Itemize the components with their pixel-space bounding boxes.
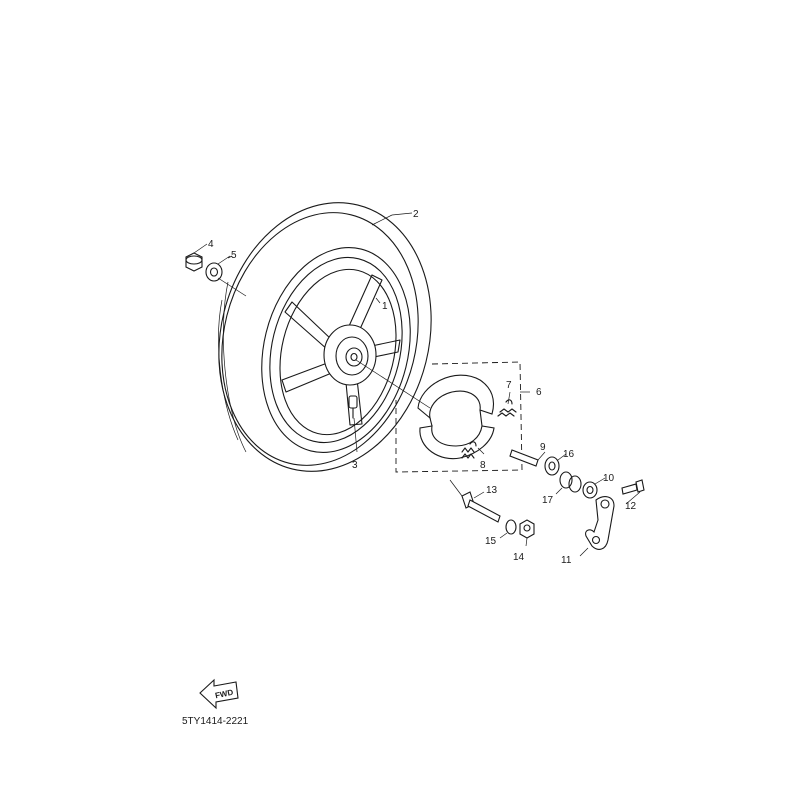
callout-16: 16 — [563, 449, 575, 460]
callout-9: 9 — [540, 442, 546, 453]
callout-8: 8 — [480, 460, 486, 471]
callout-11: 11 — [561, 555, 572, 566]
brake-shoes — [417, 374, 495, 460]
callout-17: 17 — [542, 495, 554, 506]
o-ring-part-15 — [499, 519, 517, 539]
callout-10: 10 — [603, 473, 615, 484]
callout-13: 13 — [486, 485, 498, 496]
callout-2: 2 — [413, 209, 419, 220]
forward-badge-label: FWD — [214, 688, 234, 701]
callout-12: 12 — [625, 501, 637, 512]
valve-part-3 — [348, 395, 358, 453]
washer-part-5 — [205, 255, 231, 282]
wheel-part-1 — [269, 256, 403, 444]
callout-15: 15 — [485, 536, 497, 547]
pin-part-13 — [449, 479, 501, 523]
callout-5: 5 — [231, 250, 237, 261]
callout-6: 6 — [536, 387, 542, 398]
spring-part-7 — [497, 399, 517, 417]
axle-centerline — [217, 277, 247, 297]
cam-centerline — [355, 359, 431, 409]
nut-part-4 — [185, 243, 208, 272]
bolt-part-12 — [621, 479, 645, 505]
callout-7: 7 — [506, 380, 512, 391]
drawing-code: 5TY1414-2221 — [182, 716, 249, 727]
callout-4: 4 — [208, 239, 214, 250]
callout-3: 3 — [352, 460, 358, 471]
brake-arm-part-11 — [579, 496, 615, 557]
callout-1: 1 — [382, 301, 388, 312]
o-ring-part-17 — [555, 471, 582, 495]
indicator-part-10 — [582, 477, 606, 499]
nut-part-14 — [519, 519, 535, 547]
seal-part-16 — [544, 453, 567, 476]
camshaft-part-9 — [509, 449, 546, 467]
forward-arrow-icon: FWD — [199, 678, 239, 710]
spring-part-8 — [461, 441, 477, 459]
tire-part-2 — [218, 202, 432, 472]
callout-14: 14 — [513, 552, 525, 563]
